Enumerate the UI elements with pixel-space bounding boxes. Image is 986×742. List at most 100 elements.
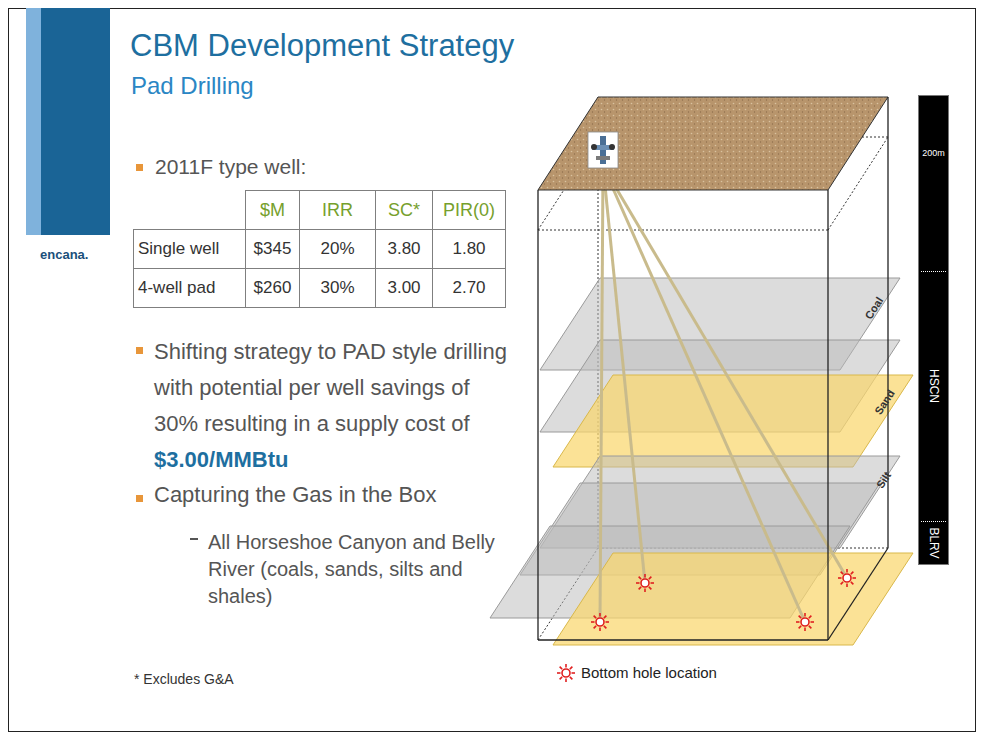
star-ray: [639, 587, 641, 589]
table-header: $M: [260, 200, 285, 220]
wellhead-icon: [609, 144, 615, 150]
bottom-hole-star: [838, 569, 856, 587]
table-value: 1.80: [452, 239, 485, 258]
star-ray: [838, 577, 842, 579]
star-ray: [841, 582, 843, 584]
star-ray: [636, 582, 640, 584]
depth-label: 200m: [919, 148, 948, 158]
bottom-hole-star: [636, 574, 654, 592]
table-cell: SC*: [376, 191, 433, 230]
table-value: $260: [254, 278, 292, 297]
sub-bullet-dash: [190, 538, 198, 540]
company-logo: encana.: [40, 247, 88, 262]
star-ray: [560, 667, 562, 669]
wellhead-icon: [588, 132, 618, 168]
table-value: 4-well pad: [138, 278, 216, 297]
star-ray: [599, 628, 601, 632]
table-cell: $M: [246, 191, 300, 230]
table-cell: 30%: [300, 269, 376, 308]
star-ray: [557, 672, 561, 674]
star-core: [801, 618, 809, 626]
bullet-text: Shifting strategy to PAD style drilling …: [154, 339, 507, 436]
star-core: [843, 574, 851, 582]
box-edge: [538, 230, 828, 231]
bullet-square: [136, 164, 143, 171]
star-ray: [570, 677, 572, 679]
star-ray: [651, 582, 655, 584]
table-value: 2.70: [452, 278, 485, 297]
bottom-hole-star: [796, 613, 814, 631]
star-ray: [851, 572, 853, 574]
footnote: * Excludes G&A: [134, 671, 234, 687]
table-value: 3.80: [387, 239, 420, 258]
table-cell: IRR: [300, 191, 376, 230]
star-ray: [572, 672, 576, 674]
table-value: 20%: [320, 239, 354, 258]
legend-text: Bottom hole location: [581, 664, 717, 681]
slide-subtitle: Pad Drilling: [131, 72, 254, 100]
bullet-square: [136, 347, 143, 354]
star-ray: [853, 577, 857, 579]
table-cell: 4-well pad: [134, 269, 246, 308]
table-cell: 3.80: [376, 230, 433, 269]
table-value: 30%: [320, 278, 354, 297]
well-bore: [600, 166, 603, 622]
star-ray: [639, 577, 641, 579]
legend-star-sample: [557, 664, 575, 682]
table-cell: Single well: [134, 230, 246, 269]
bullet-text: Capturing the Gas in the Box: [154, 482, 437, 508]
star-ray: [841, 572, 843, 574]
bullet-text: 2011F type well:: [155, 155, 306, 179]
star-ray: [799, 626, 801, 628]
box-edge: [538, 639, 828, 640]
strata-layer: [553, 375, 913, 467]
table-value: $345: [254, 239, 292, 258]
star-ray: [644, 589, 646, 593]
table-value: Single well: [138, 239, 219, 258]
star-ray: [565, 679, 567, 683]
well-bore: [603, 166, 847, 578]
table-cell: 1.80: [433, 230, 506, 269]
star-core: [641, 579, 649, 587]
star-core: [562, 669, 570, 677]
box-edge: [828, 548, 888, 640]
star-ray: [809, 626, 811, 628]
bullet-paragraph: Shifting strategy to PAD style drilling …: [154, 334, 509, 478]
star-ray: [599, 613, 601, 617]
formation-label: BLRV: [927, 527, 941, 558]
well-bore: [603, 166, 805, 622]
table-cell: PIR(0): [433, 191, 506, 230]
bullet-square: [136, 495, 143, 502]
star-ray: [804, 628, 806, 632]
star-ray: [604, 626, 606, 628]
ground-surface: [538, 97, 888, 190]
star-ray: [649, 577, 651, 579]
table-header: SC*: [388, 200, 420, 220]
scale-tick: [921, 271, 946, 272]
table-cell: 3.00: [376, 269, 433, 308]
box-edge: [827, 190, 828, 640]
star-ray: [560, 677, 562, 679]
table-cell: 2.70: [433, 269, 506, 308]
star-ray: [846, 569, 848, 573]
table-header: PIR(0): [443, 200, 495, 220]
sub-bullet-text: All Horseshoe Canyon and Belly River (co…: [208, 529, 508, 610]
scale-tick: [921, 521, 946, 522]
table-cell: $260: [246, 269, 300, 308]
formation-label: HSCN: [927, 369, 941, 403]
table-header: IRR: [322, 200, 353, 220]
bottom-hole-star: [591, 613, 609, 631]
strata-layer: [553, 553, 913, 645]
star-ray: [811, 621, 815, 623]
star-ray: [594, 626, 596, 628]
table-value: 3.00: [387, 278, 420, 297]
star-ray: [804, 613, 806, 617]
economics-table: $M IRR SC* PIR(0) Single well $345 20% 3.80 1.80…: [133, 190, 506, 308]
wellhead-icon: [596, 156, 610, 160]
star-ray: [649, 587, 651, 589]
box-edge: [537, 190, 538, 640]
depth-scale-bar: 200mHSCN BLRV: [918, 95, 949, 565]
accent-bar-dark: [41, 8, 110, 235]
